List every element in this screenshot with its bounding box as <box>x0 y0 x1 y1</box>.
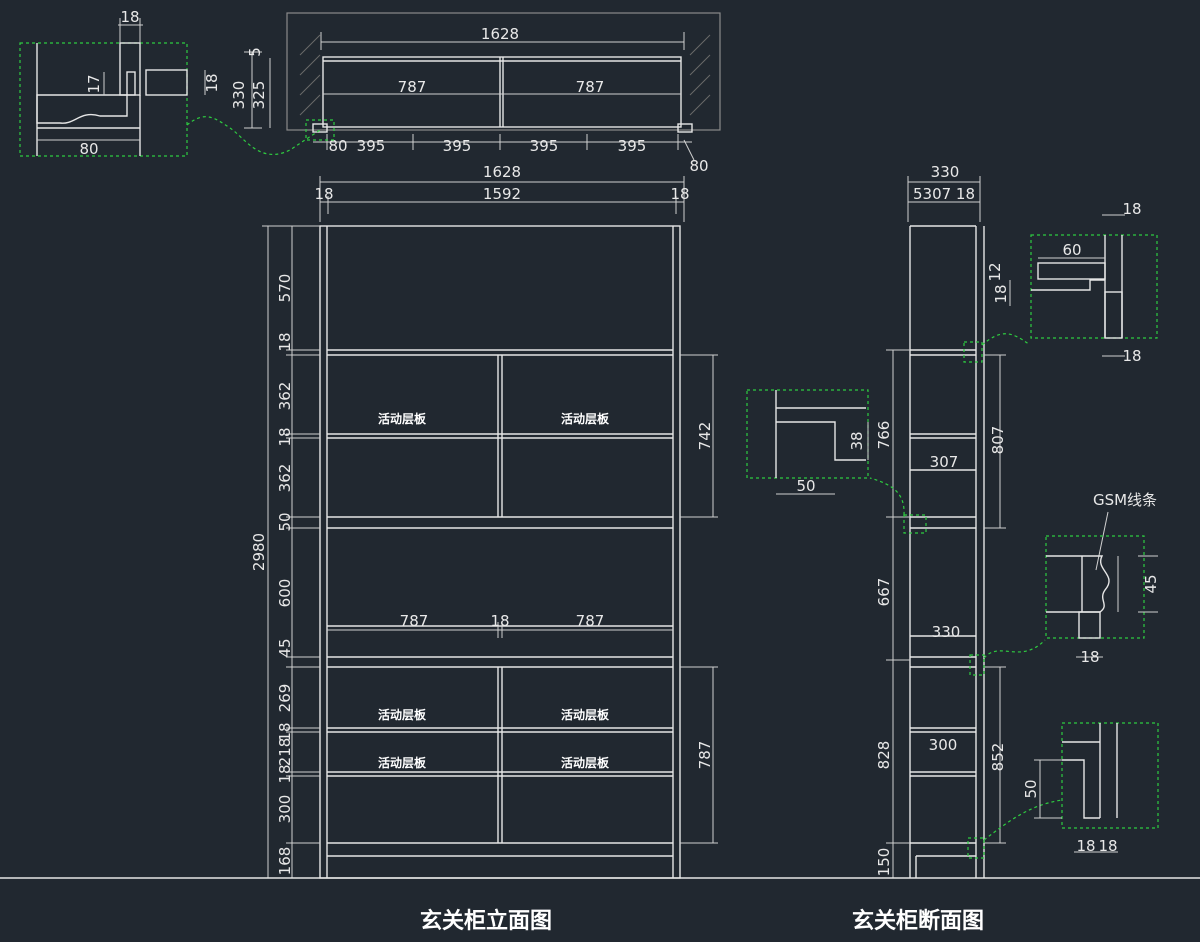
elevation-inner-width: 1592 <box>483 185 521 203</box>
section-left-150: 150 <box>875 848 893 877</box>
top-plan-panel-right-dim: 787 <box>576 78 605 96</box>
elevation-mid-787-right: 787 <box>576 612 605 630</box>
shelf-label-1: 活动层板 <box>378 411 427 426</box>
top-plan-bottom-dim-0: 80 <box>328 137 347 155</box>
elevation-left-dim-13: 168 <box>276 847 294 876</box>
detail-rt-18-side: 18 <box>992 284 1010 303</box>
section-left-828: 828 <box>875 741 893 770</box>
detail-top-left: 18 17 18 80 <box>19 8 335 158</box>
elevation-mid-787-left: 787 <box>400 612 429 630</box>
shelf-label-4: 活动层板 <box>561 707 610 722</box>
elevation-left-panel: 18 <box>314 185 333 203</box>
section-right-852: 852 <box>989 743 1007 772</box>
detail-bottom-right: 50 18 18 <box>1022 722 1159 855</box>
shelf-label-2: 活动层板 <box>561 411 610 426</box>
elevation-left-dim-3: 18 <box>276 427 294 446</box>
elevation-left-dim-8: 269 <box>276 684 294 713</box>
top-plan-side-5-dim: 5 <box>246 47 264 57</box>
detail-br-50: 50 <box>1022 779 1040 798</box>
detail-right-top: 18 60 12 18 18 <box>986 200 1158 365</box>
detail-tl-80: 80 <box>79 140 98 158</box>
detail-tl-18-side: 18 <box>203 73 221 92</box>
elevation-mid-18: 18 <box>490 612 509 630</box>
elevation-left-dim-12: 300 <box>276 795 294 824</box>
detail-gsm: GSM线条 45 18 <box>1045 491 1160 666</box>
section-right-807: 807 <box>989 426 1007 455</box>
elevation-left-dim-9: 18 <box>276 722 294 741</box>
shelf-label-3: 活动层板 <box>378 707 427 722</box>
top-plan-overall-dim: 1628 <box>481 25 519 43</box>
elevation-left-dim-7: 45 <box>276 638 294 657</box>
detail-br-18a: 18 <box>1076 837 1095 855</box>
elevation-left-dim-0: 570 <box>276 274 294 303</box>
shelf-label-6: 活动层板 <box>561 755 610 770</box>
detail-tl-18-top: 18 <box>120 8 139 26</box>
detail-rt-12: 12 <box>986 262 1004 281</box>
top-plan-bottom-dim-2: 395 <box>443 137 472 155</box>
detail-gsm-18: 18 <box>1080 648 1099 666</box>
top-plan-view: 1628 787 787 80 395 395 395 395 80 330 3… <box>230 12 721 175</box>
elevation-left-dim-1: 18 <box>276 332 294 351</box>
elevation-right-787: 787 <box>696 741 714 770</box>
detail-gsm-label: GSM线条 <box>1093 491 1157 509</box>
top-plan-bottom-dim-5: 80 <box>689 157 708 175</box>
elevation-overall-width: 1628 <box>483 163 521 181</box>
section-depth-top: 330 <box>931 163 960 181</box>
detail-lm-50: 50 <box>796 477 815 495</box>
elevation-title: 玄关柜立面图 <box>420 908 552 934</box>
elevation-right-742: 742 <box>696 422 714 451</box>
detail-rt-18-top: 18 <box>1122 200 1141 218</box>
section-sub-dims: 5307 18 <box>913 185 975 203</box>
front-elevation: 1628 1592 18 18 活动层板 活动层板 活动层板 <box>250 163 718 879</box>
top-plan-panel-left-dim: 787 <box>398 78 427 96</box>
section-left-766: 766 <box>875 421 893 450</box>
top-plan-bottom-dim-3: 395 <box>530 137 559 155</box>
section-330-mid: 330 <box>932 623 961 641</box>
top-plan-side-325-dim: 325 <box>250 81 268 110</box>
elevation-left-dim-11: 18 <box>276 764 294 783</box>
top-plan-bottom-dim-1: 395 <box>357 137 386 155</box>
detail-br-18b: 18 <box>1098 837 1117 855</box>
detail-lm-38: 38 <box>848 431 866 450</box>
detail-tl-17: 17 <box>85 74 103 93</box>
section-300: 300 <box>929 736 958 754</box>
detail-rt-60: 60 <box>1062 241 1081 259</box>
shelf-label-5: 活动层板 <box>378 755 427 770</box>
section-307: 307 <box>930 453 959 471</box>
top-plan-side-330-dim: 330 <box>230 81 248 110</box>
elevation-left-dim-4: 362 <box>276 464 294 493</box>
elevation-left-dim-2: 362 <box>276 382 294 411</box>
section-title: 玄关柜断面图 <box>852 908 984 934</box>
section-left-667: 667 <box>875 578 893 607</box>
detail-rt-18-bottom: 18 <box>1122 347 1141 365</box>
elevation-right-panel: 18 <box>670 185 689 203</box>
detail-gsm-45: 45 <box>1142 574 1160 593</box>
top-plan-bottom-dim-4: 395 <box>618 137 647 155</box>
elevation-left-dim-10: 218 <box>276 738 294 767</box>
side-section: 330 5307 18 307 330 300 766 667 <box>869 163 1063 878</box>
elevation-total-height: 2980 <box>250 533 268 571</box>
detail-left-mid: 38 50 <box>746 389 869 495</box>
elevation-left-dim-6: 600 <box>276 579 294 608</box>
elevation-left-dim-5: 50 <box>276 512 294 531</box>
